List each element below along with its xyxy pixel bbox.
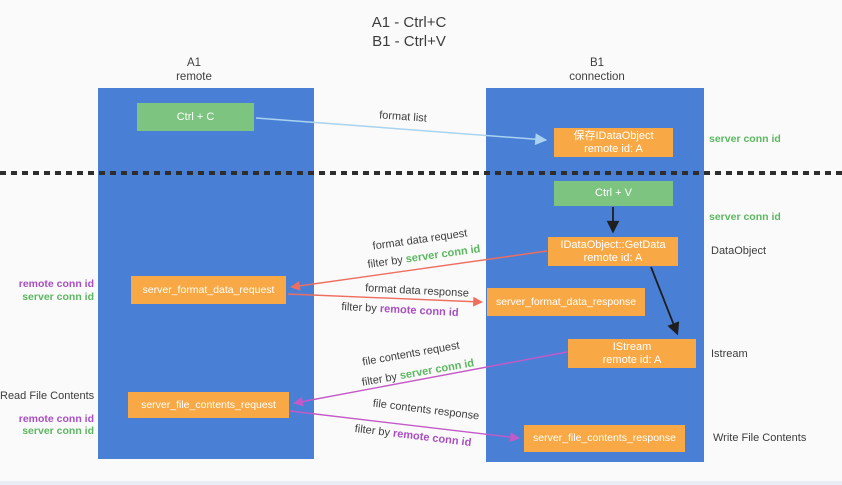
label-write-file-contents: Write File Contents	[713, 432, 807, 444]
node-server-format-data-request-label: server_format_data_request	[142, 283, 275, 296]
node-server-file-contents-response: server_file_contents_response	[524, 425, 685, 452]
label-read-file-contents: Read File Contents	[0, 390, 95, 402]
node-ctrl-v-label: Ctrl + V	[595, 187, 632, 199]
node-save-idataobject-line1: 保存IDataObject	[573, 129, 654, 142]
label-file-contents-request-filter-key: server conn id	[398, 357, 476, 383]
label-file-contents-request-filter-prefix: filter by	[360, 370, 401, 389]
node-idataobject-getdata-line2: remote id: A	[583, 251, 643, 264]
label-format-data-request-filter-prefix: filter by	[366, 253, 407, 271]
label-format-list: format list	[378, 109, 428, 125]
lane-a1-name: A1	[186, 57, 202, 69]
node-server-format-data-response: server_format_data_response	[487, 288, 645, 316]
label-file-contents-response: file contents response	[372, 397, 480, 423]
diagram-title-line-1: A1 - Ctrl+C	[371, 14, 447, 31]
label-server-conn-id-right-mid: server conn id	[709, 211, 781, 223]
lane-b1-header: B1 connection	[537, 56, 657, 84]
diagram-title: A1 - Ctrl+C B1 - Ctrl+V	[309, 13, 509, 51]
label-file-contents-response-filter: filter by remote conn id	[354, 423, 472, 449]
diagram-title-line-2: B1 - Ctrl+V	[372, 33, 446, 50]
node-server-file-contents-request-label: server_file_contents_request	[141, 398, 276, 411]
label-format-data-response-filter-prefix: filter by	[341, 300, 381, 315]
node-istream-line2: remote id: A	[602, 353, 662, 366]
node-ctrl-c-label: Ctrl + C	[176, 110, 215, 123]
label-remote-conn-id-left-top: remote conn id	[18, 278, 94, 290]
node-istream-line1: IStream	[612, 340, 652, 353]
node-server-format-data-request: server_format_data_request	[131, 276, 286, 304]
node-server-file-contents-request: server_file_contents_request	[128, 392, 289, 418]
lane-a1-header: A1 remote	[134, 56, 254, 84]
label-file-contents-response-filter-prefix: filter by	[354, 422, 394, 440]
node-save-idataobject: 保存IDataObject remote id: A	[554, 128, 673, 157]
label-server-conn-id-left-bottom: server conn id	[22, 425, 94, 437]
label-remote-conn-id-left-bottom: remote conn id	[18, 413, 94, 425]
lane-b1-name: B1	[589, 57, 605, 69]
node-save-idataobject-line2: remote id: A	[584, 142, 643, 155]
node-istream: IStream remote id: A	[568, 339, 696, 368]
node-server-format-data-response-label: server_format_data_response	[495, 295, 637, 308]
label-istream-right: Istream	[711, 348, 748, 360]
label-format-data-response-filter-key: remote conn id	[379, 302, 459, 320]
node-ctrl-v: Ctrl + V	[554, 181, 673, 206]
node-idataobject-getdata-line1: IDataObject::GetData	[560, 238, 666, 251]
node-idataobject-getdata: IDataObject::GetData remote id: A	[548, 237, 678, 266]
node-ctrl-c: Ctrl + C	[137, 103, 254, 131]
lane-b1-role: connection	[569, 71, 625, 83]
label-format-data-response: format data response	[364, 282, 470, 300]
session-divider-dotted-line	[0, 171, 842, 175]
label-format-data-response-filter: filter by remote conn id	[341, 301, 459, 319]
node-server-file-contents-response-label: server_file_contents_response	[532, 432, 676, 444]
bottom-edge-strip	[0, 481, 842, 485]
label-dataobject: DataObject	[711, 245, 767, 257]
label-server-conn-id-left-top: server conn id	[22, 291, 94, 303]
label-server-conn-id-right-top: server conn id	[709, 133, 781, 145]
lane-a1-role: remote	[176, 71, 212, 83]
label-file-contents-response-filter-key: remote conn id	[392, 427, 472, 450]
